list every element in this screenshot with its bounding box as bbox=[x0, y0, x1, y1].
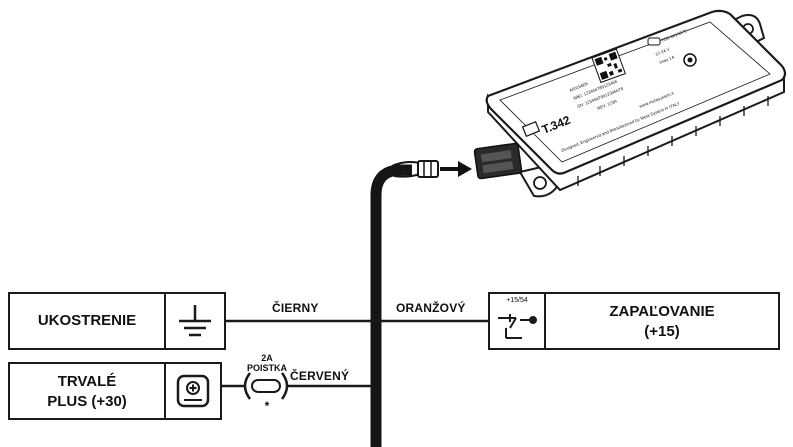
battery-label-line1: TRVALÉ bbox=[57, 373, 117, 390]
harness-connector bbox=[417, 160, 439, 178]
tracker-device bbox=[473, 9, 787, 198]
wire-orange-label: ORANŽOVÝ bbox=[396, 301, 466, 315]
ground-label: UKOSTRENIE bbox=[37, 312, 137, 329]
ignition-label-box: ZAPAĽOVANIE (+15) bbox=[544, 292, 780, 350]
battery-icon-box bbox=[164, 362, 222, 420]
ground-icon-box bbox=[164, 292, 226, 350]
wire-black-label: ČIERNY bbox=[272, 301, 319, 315]
fuse-rating: 2A bbox=[261, 353, 273, 363]
battery-icon bbox=[176, 374, 210, 408]
wire-red-label: ČERVENÝ bbox=[290, 369, 350, 383]
wire-harness bbox=[370, 164, 412, 447]
ignition-key-icon bbox=[498, 314, 537, 339]
ignition-label-line1: ZAPAĽOVANIE bbox=[609, 303, 715, 320]
ground-icon bbox=[179, 305, 211, 337]
battery-label-line2: PLUS (+30) bbox=[47, 393, 127, 410]
ignition-icon-caption: +15/54 bbox=[506, 297, 528, 304]
ignition-icon-box: +15/54 bbox=[488, 292, 546, 350]
fuse-label: POISTKA bbox=[246, 363, 287, 373]
fuse-icon bbox=[243, 372, 289, 400]
device-voltage: 12-24 V bbox=[655, 47, 671, 57]
ignition-label-line2: (+15) bbox=[644, 323, 680, 340]
device-current: Imax 1A bbox=[659, 54, 676, 65]
fuse-footnote: * bbox=[264, 399, 270, 413]
battery-label-box: TRVALÉ PLUS (+30) bbox=[8, 362, 166, 420]
ground-label-box: UKOSTRENIE bbox=[8, 292, 166, 350]
